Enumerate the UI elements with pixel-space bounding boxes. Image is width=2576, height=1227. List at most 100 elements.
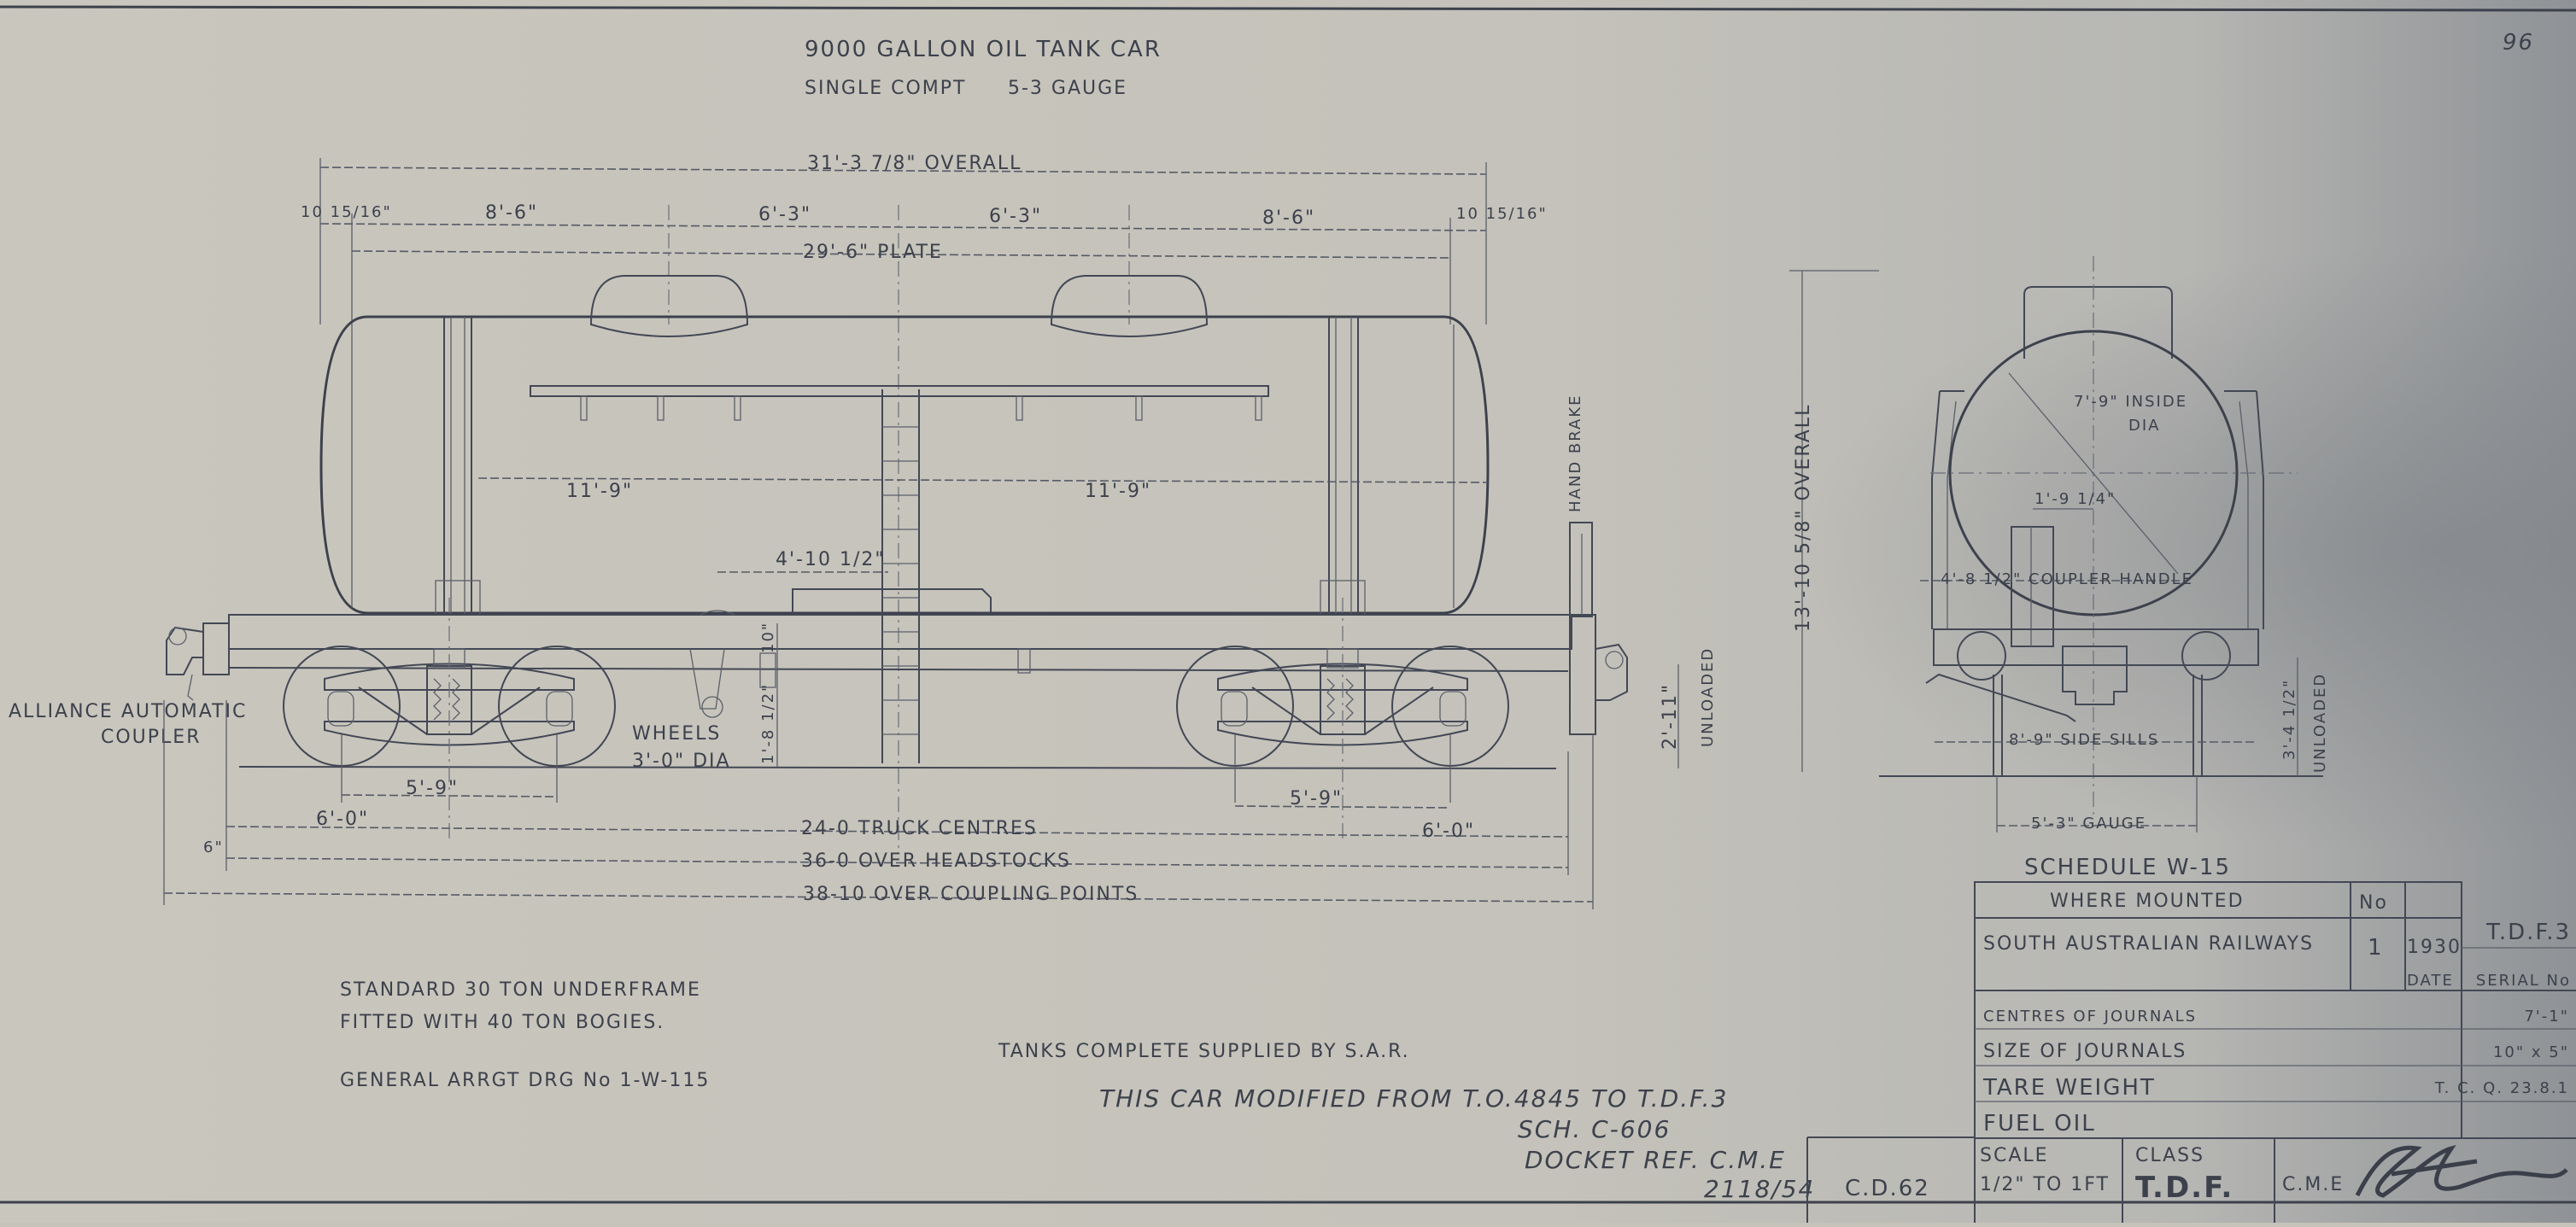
scale-value: 1/2" TO 1FT bbox=[1980, 1174, 2110, 1195]
end-view: 13'-10 5/8" OVERALL 7'-9" INSIDE DIA 1'-… bbox=[1789, 256, 2329, 833]
where-mounted-header: WHERE MOUNTED bbox=[2050, 891, 2245, 912]
schedule-table: SCHEDULE W-15 WHERE MOUNTED No SOUTH AUS… bbox=[1974, 855, 2576, 1139]
end-left-label: 6'-0" bbox=[316, 809, 369, 830]
date-label: DATE bbox=[2407, 972, 2454, 990]
tank-cradle bbox=[1931, 390, 2264, 629]
where-mounted-value: SOUTH AUSTRALIAN RAILWAYS bbox=[1983, 933, 2314, 955]
note-sch: SCH. C-606 bbox=[1518, 1115, 1671, 1143]
note-underframe: STANDARD 30 TON UNDERFRAME bbox=[340, 979, 701, 1001]
wheels-label: WHEELS bbox=[632, 723, 721, 745]
tank-left-dim: 11'-9" bbox=[566, 481, 633, 502]
truck-centres-line bbox=[225, 826, 1569, 838]
drawing-subtitle: SINGLE COMPT bbox=[805, 78, 966, 99]
wheelbase-dim-line bbox=[341, 794, 558, 798]
tank-body bbox=[319, 315, 1490, 615]
coupler-right bbox=[1569, 614, 1628, 735]
coupler-head bbox=[2062, 646, 2128, 705]
ladder bbox=[881, 389, 920, 763]
schedule-row-label: TARE WEIGHT bbox=[1982, 1075, 2156, 1101]
plate-length-label: 29'-6" PLATE bbox=[803, 242, 943, 263]
inside-dia-label: 7'-9" INSIDE bbox=[2074, 393, 2187, 411]
coupler-label: COUPLER bbox=[101, 727, 202, 748]
schedule-row-value: 10" x 5" bbox=[2493, 1043, 2569, 1061]
spring-icon bbox=[1326, 678, 1354, 721]
height-dim: 1'-8 1/2" bbox=[759, 683, 777, 764]
class-label: CLASS bbox=[2135, 1145, 2204, 1166]
hand-brake-column bbox=[1569, 522, 1593, 617]
segment-dim-line bbox=[319, 223, 1487, 231]
plate-dim-line bbox=[351, 250, 1451, 259]
cme-signature bbox=[2355, 1144, 2568, 1198]
cme-label: C.M.E bbox=[2282, 1174, 2344, 1195]
number-value: 1 bbox=[2368, 935, 2384, 961]
coupling-points-label: 38-10 OVER COUPLING POINTS bbox=[803, 884, 1139, 905]
top-border bbox=[0, 5, 2576, 12]
schedule-row-label: SIZE OF JOURNALS bbox=[1983, 1041, 2187, 1062]
brake-rod bbox=[228, 667, 1569, 672]
journal-box bbox=[1957, 631, 2006, 681]
height-dim: 10" bbox=[759, 622, 777, 653]
end-frame bbox=[1933, 628, 2259, 666]
segment-dim: 8'-6" bbox=[1262, 207, 1315, 229]
headstocks-label: 36-0 OVER HEADSTOCKS bbox=[801, 850, 1071, 872]
class-value: T.D.F. bbox=[2135, 1171, 2234, 1205]
end-right-label: 6'-0" bbox=[1422, 821, 1475, 842]
end-height-label: 3'-4 1/2" bbox=[2280, 679, 2298, 760]
diameter-line bbox=[2008, 372, 2179, 575]
unloaded-height-dim: 2'-11" bbox=[1660, 683, 1681, 750]
note-tanks: TANKS COMPLETE SUPPLIED BY S.A.R. bbox=[998, 1041, 1410, 1062]
brake-cylinder bbox=[689, 648, 725, 710]
segment-dim: 6'-3" bbox=[758, 204, 811, 225]
spring-icon bbox=[433, 678, 460, 721]
note-bogies: FITTED WITH 40 TON BOGIES. bbox=[340, 1012, 664, 1033]
drawing-gauge: 5-3 GAUGE bbox=[1008, 78, 1127, 99]
wheelbase-left-label: 5'-9" bbox=[406, 778, 459, 799]
number-header: No bbox=[2359, 892, 2388, 914]
note-docket-number: 2118/54 bbox=[1704, 1175, 1815, 1203]
small-offset-label: 6" bbox=[203, 838, 224, 856]
schedule-row-label: FUEL OIL bbox=[1983, 1111, 2096, 1136]
hand-brake-label: HAND BRAKE bbox=[1566, 394, 1584, 512]
schedule-row-value: T. C. Q. 23.8.1 bbox=[2434, 1079, 2569, 1097]
wheelbase-right-label: 5'-9" bbox=[1290, 788, 1343, 809]
tank-band-right bbox=[1320, 317, 1366, 616]
side-view: 31'-3 7/8" OVERALL 10 15/16" 8'-6" 6'-3"… bbox=[9, 153, 1717, 909]
coupler-handle-label: 4'-8 1/2" COUPLER HANDLE bbox=[1941, 570, 2193, 588]
drawing-number: C.D.62 bbox=[1845, 1176, 1930, 1201]
overall-length-label: 31'-3 7/8" OVERALL bbox=[807, 153, 1022, 174]
segment-dim: 6'-3" bbox=[989, 206, 1042, 227]
note-general-arrangement: GENERAL ARRGT DRG No 1-W-115 bbox=[340, 1070, 710, 1091]
drawing-title: 9000 GALLON OIL TANK CAR bbox=[805, 37, 1162, 62]
serial-value: T.D.F.3 bbox=[2485, 920, 2571, 945]
gauge-label: 5'-3" GAUGE bbox=[2031, 815, 2146, 833]
overall-dim-line bbox=[319, 167, 1487, 175]
segment-dim: 10 15/16" bbox=[1456, 205, 1548, 223]
wheelbase-dim-line bbox=[1234, 805, 1451, 809]
offset-label: 1'-9 1/4" bbox=[2034, 490, 2116, 508]
offset-dim-label: 4'-10 1/2" bbox=[776, 549, 886, 570]
schedule-row-label: CENTRES OF JOURNALS bbox=[1983, 1008, 2197, 1025]
tank-right-dim: 11'-9" bbox=[1085, 481, 1151, 502]
rail-line bbox=[238, 766, 1557, 769]
overall-height-label: 13'-10 5/8" OVERALL bbox=[1793, 404, 1814, 632]
serial-label: SERIAL No bbox=[2476, 972, 2571, 990]
title-block: C.D.62 SCALE 1/2" TO 1FT CLASS T.D.F. C.… bbox=[1806, 1136, 2568, 1223]
walkway-posts bbox=[580, 395, 1262, 421]
segment-dim: 8'-6" bbox=[485, 202, 538, 224]
unloaded-label: UNLOADED bbox=[1699, 647, 1717, 747]
journal-box bbox=[2181, 631, 2231, 681]
segment-dim: 10 15/16" bbox=[301, 203, 392, 221]
truck-centres-label: 24-0 TRUCK CENTRES bbox=[801, 818, 1038, 839]
note-docket: DOCKET REF. C.M.E bbox=[1525, 1146, 1786, 1174]
coupler-handle-post bbox=[2011, 526, 2054, 647]
sheet-number: 96 bbox=[2503, 30, 2534, 56]
schedule-row-value: 7'-1" bbox=[2524, 1008, 2569, 1025]
walkway-rail bbox=[530, 385, 1269, 397]
end-unloaded-label: UNLOADED bbox=[2311, 673, 2329, 773]
date-value: 1930 bbox=[2407, 937, 2462, 958]
note-modified: THIS CAR MODIFIED FROM T.O.4845 TO T.D.F… bbox=[1099, 1084, 1728, 1113]
dome-left bbox=[589, 275, 749, 337]
dia-label: DIA bbox=[2128, 417, 2160, 435]
